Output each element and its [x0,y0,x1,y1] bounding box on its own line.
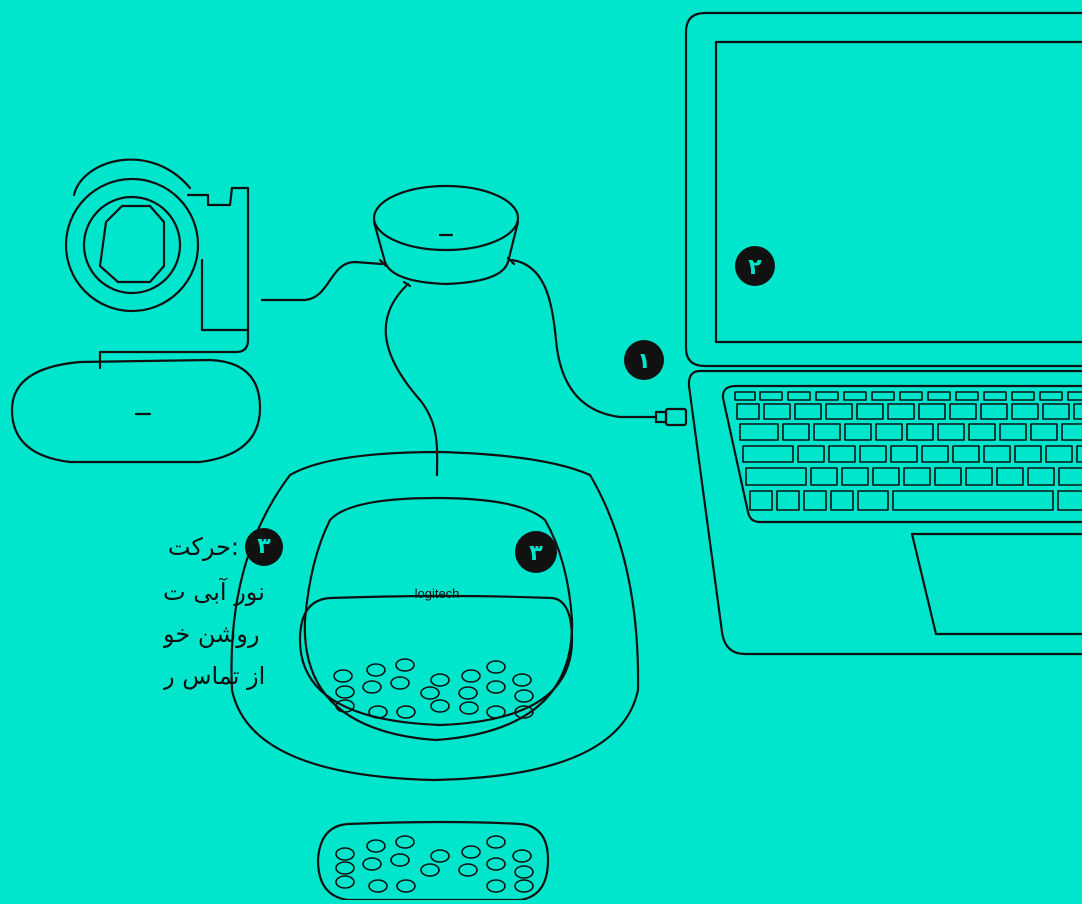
usb-connector-icon [656,409,686,425]
brand-logo: logitech [415,586,460,601]
badge-one: ١ [624,340,664,380]
instructions-line-1: نور آبی ت [163,571,283,613]
instructions: حرکت: ٣ نور آبی ت روشن خو از تماس ر [163,523,283,697]
instructions-heading-row: حرکت: ٣ [163,523,283,571]
instructions-line-2: روشن خو [163,613,283,655]
laptop-icon [686,13,1082,654]
badge-three-device: ٣ [515,531,557,573]
badge-two-label: ٢ [748,255,762,280]
speaker-buttons [334,659,533,718]
speakerphone-icon [231,452,638,780]
instructions-heading: حرکت: [168,526,239,568]
instructions-line-3: از تماس ر [163,655,283,697]
hub-icon [374,186,518,286]
badge-three-device-label: ٣ [529,541,543,566]
camera-icon [12,160,260,462]
badge-two: ٢ [735,246,775,286]
expansion-mic-icon [318,822,548,900]
badge-three-text: ٣ [245,528,283,566]
badge-one-label: ١ [637,349,650,374]
